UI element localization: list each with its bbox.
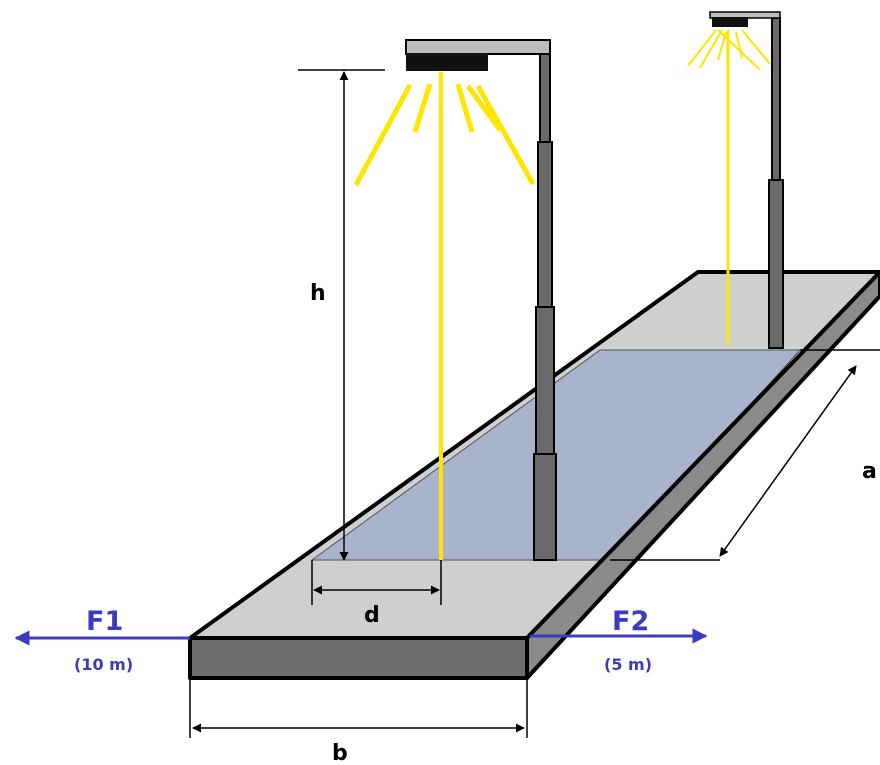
force-f2: F2 (5 m) bbox=[530, 606, 708, 674]
front-pole-top bbox=[539, 41, 551, 143]
front-lamp-arm bbox=[405, 39, 551, 55]
front-pole-middle bbox=[535, 306, 555, 455]
dimension-a: a bbox=[610, 349, 880, 561]
dimension-b: b bbox=[189, 680, 528, 765]
rear-pole-base bbox=[768, 179, 784, 349]
dimension-d-label: d bbox=[364, 603, 380, 628]
dimension-a-label: a bbox=[862, 459, 877, 484]
front-pole-upper bbox=[537, 141, 553, 308]
front-pole-lower bbox=[533, 453, 557, 561]
force-f1-label: F1 bbox=[86, 606, 123, 637]
force-f1-distance: (10 m) bbox=[74, 655, 133, 674]
front-luminaire bbox=[406, 53, 488, 71]
dimension-h: h bbox=[298, 69, 385, 561]
dimension-d: d bbox=[311, 560, 442, 628]
dimension-b-label: b bbox=[332, 741, 348, 765]
force-f2-distance: (5 m) bbox=[604, 655, 652, 674]
curb-front-face bbox=[188, 636, 529, 680]
force-f2-label: F2 bbox=[612, 606, 649, 637]
rear-luminaire bbox=[712, 17, 748, 27]
dimension-h-label: h bbox=[310, 281, 326, 306]
force-f1: F1 (10 m) bbox=[14, 606, 190, 674]
front-street-lamp bbox=[353, 39, 557, 561]
rear-street-lamp bbox=[687, 11, 784, 349]
